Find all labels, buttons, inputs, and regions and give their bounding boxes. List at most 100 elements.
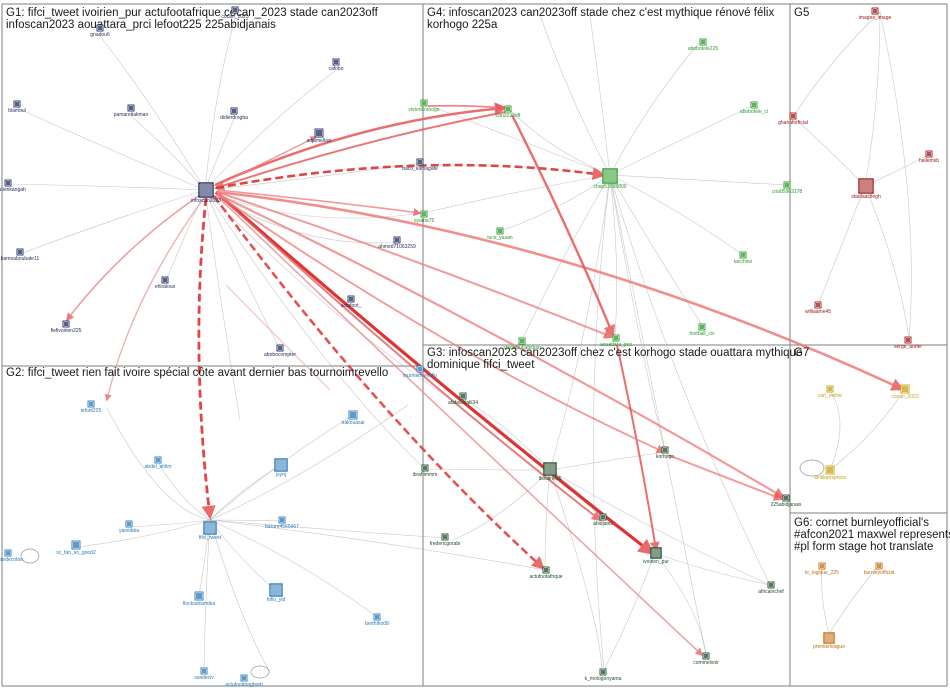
group-titles: G1: fifci_tweet ivoirien_pur actufootafr… bbox=[6, 7, 950, 553]
edge-infoscan-to-cocan bbox=[216, 190, 905, 391]
node-flockadoumbia[interactable]: flockadoumbia bbox=[183, 591, 215, 607]
edge bbox=[209, 519, 276, 591]
node-abdelelijalil34[interactable]: abdelelijalil34 bbox=[448, 392, 478, 406]
node-infoscan2023[interactable]: infoscan2023 bbox=[191, 182, 221, 204]
node-stadiaactlegh[interactable]: stadiaactlegh bbox=[851, 178, 881, 200]
node-korhogo[interactable]: korhogo bbox=[656, 446, 674, 460]
node-label: hallemsb bbox=[919, 158, 939, 164]
node-cria05963178[interactable]: cria05963178 bbox=[772, 181, 803, 195]
node-football-civ[interactable]: football_civ bbox=[689, 323, 715, 337]
node-can2023off[interactable]: can2023off bbox=[496, 105, 521, 119]
edge bbox=[879, 11, 912, 341]
node-ghanaforficial[interactable]: ghanaforficial bbox=[778, 112, 808, 126]
node-adjamellasi[interactable]: adjamellasi bbox=[306, 128, 332, 144]
avatar-image bbox=[827, 467, 833, 473]
node-fiefivoirien225[interactable]: fiefivoirien225 bbox=[51, 320, 82, 334]
avatar-image bbox=[791, 114, 795, 118]
avatar-image bbox=[927, 152, 931, 156]
node-label: 225abidjanais bbox=[771, 502, 802, 508]
node-abidjanis[interactable]: abidjanis bbox=[593, 513, 613, 527]
node-tournoimrevello[interactable]: tournoimrevello bbox=[403, 365, 437, 379]
avatar-image bbox=[828, 387, 832, 391]
node-cafobo[interactable]: cafobo bbox=[328, 58, 344, 72]
node-label: tacchino bbox=[734, 259, 753, 265]
edge bbox=[423, 174, 611, 214]
node-trakouasai[interactable]: trakouasai bbox=[341, 410, 365, 426]
avatar-image bbox=[663, 448, 667, 452]
node-abobocompter[interactable]: abobocompter bbox=[264, 344, 296, 358]
node-luce-yasan[interactable]: luce_yasan bbox=[487, 227, 513, 241]
node-fredericgorabi[interactable]: fredericgorabi bbox=[430, 533, 461, 547]
node-commelvoir[interactable]: commelvoir bbox=[693, 652, 719, 666]
node-actufootafrique[interactable]: actufootafrique bbox=[529, 566, 563, 580]
edge bbox=[203, 519, 211, 672]
node-chap53098800[interactable]: chap53098800 bbox=[593, 168, 627, 190]
node-ehiralous[interactable]: ehiralous bbox=[155, 276, 176, 290]
node-k-mologonyama[interactable]: k_mologonyama bbox=[585, 668, 622, 682]
avatar-image bbox=[820, 564, 824, 568]
edge-infoscan-to-korhogo bbox=[216, 193, 666, 454]
node-ibrahimmm[interactable]: ibrahimmm bbox=[413, 464, 438, 478]
node-donatienkangah[interactable]: donatienkangah bbox=[0, 179, 26, 193]
node-cosurdecoton[interactable]: cosurdecoton bbox=[0, 549, 23, 563]
node-afrilikeexpress[interactable]: afrilikeexpress bbox=[814, 465, 846, 481]
edge-infoscan-to-ivoirien bbox=[214, 190, 655, 555]
node-label: abobotele_ci bbox=[740, 109, 768, 115]
node-actufoot-[interactable]: actufoot_ bbox=[341, 295, 362, 309]
node-baranr4565667[interactable]: baranr4565667 bbox=[265, 516, 299, 530]
node-aouattara-prci[interactable]: aouattara_prci bbox=[600, 334, 632, 348]
node-berthiho08[interactable]: berthiho08 bbox=[365, 613, 389, 627]
node-didierdrogba[interactable]: didierdrogba bbox=[220, 107, 248, 121]
edge-can2023off-to-infoscan bbox=[214, 111, 506, 191]
edge bbox=[654, 552, 707, 656]
self-loops bbox=[20, 459, 825, 679]
edge bbox=[828, 565, 879, 635]
node-225abidjanais[interactable]: 225abidjanais bbox=[771, 494, 802, 508]
node-fifci-tweet[interactable]: fifci_tweet bbox=[199, 521, 222, 541]
avatar-image bbox=[701, 40, 705, 44]
node-label: africainchef bbox=[758, 589, 784, 595]
node-label: korhogo bbox=[656, 454, 674, 460]
node-cocan-2023-g7[interactable]: cocan_2023 bbox=[891, 384, 919, 400]
node-carl-online[interactable]: carl_online bbox=[818, 385, 842, 399]
node-abobotele225[interactable]: abobotele225 bbox=[688, 38, 719, 52]
node-abobotele-ci[interactable]: abobotele_ci bbox=[740, 101, 768, 115]
node-jsynj[interactable]: jsynj bbox=[274, 458, 288, 478]
node-sc-fan-so-good2[interactable]: sc_fan_so_good2 bbox=[56, 540, 96, 556]
node-vistonkorhogo[interactable]: vistonkorhogo bbox=[408, 99, 440, 113]
node-label: actufootmaghreb bbox=[225, 682, 263, 688]
node-burnleyofficial[interactable]: burnleyofficial bbox=[864, 562, 894, 576]
node-williaame45[interactable]: williaame45 bbox=[805, 301, 831, 315]
node-actufootmaghreb[interactable]: actufootmaghreb bbox=[225, 674, 263, 688]
node-blamoul[interactable]: blamoul bbox=[8, 100, 26, 114]
node-ssadeciv[interactable]: ssadeciv bbox=[194, 667, 214, 681]
node-lbouline35[interactable]: lbouline35 bbox=[539, 462, 562, 482]
node-africainchef[interactable]: africainchef bbox=[758, 581, 784, 595]
edge-infoscan-to-adjamellasi bbox=[215, 136, 318, 187]
node-stadeclubabidjan[interactable]: stadeclubabidjan bbox=[503, 337, 541, 351]
node-lefoot225[interactable]: lefoot225 bbox=[81, 400, 102, 414]
node-le-logique-225[interactable]: le_logique_225 bbox=[805, 562, 839, 576]
node-bamoaboubakr11[interactable]: bamoaboubakr11 bbox=[1, 248, 40, 262]
avatar-image bbox=[423, 466, 427, 470]
self-loop bbox=[799, 459, 825, 477]
node-baco-kamagate[interactable]: baco_kamagate bbox=[402, 158, 438, 172]
node-yasnibba[interactable]: yasnibba bbox=[119, 520, 139, 534]
node-pamaretiakman[interactable]: pamaretiakman bbox=[114, 104, 149, 118]
node-ivoirien-pur[interactable]: ivoirien_pur bbox=[643, 547, 669, 565]
node-images-image[interactable]: images_image bbox=[859, 7, 892, 21]
edge bbox=[817, 185, 866, 306]
node-serge-aurier[interactable]: serge_aurier bbox=[894, 336, 922, 350]
avatar-image bbox=[64, 322, 68, 326]
edge bbox=[864, 185, 910, 341]
node-abdel-ahlim[interactable]: abdel_ahlim bbox=[145, 456, 172, 470]
node-oyama75[interactable]: oyama75 bbox=[414, 210, 435, 224]
node-cocan-2023-g1[interactable]: cocan_2023 bbox=[221, 6, 249, 20]
node-fofio-yid[interactable]: fofio_yid bbox=[267, 583, 286, 603]
edge bbox=[609, 174, 703, 326]
node-hallemsb[interactable]: hallemsb bbox=[919, 150, 939, 164]
node-ahmed71063259[interactable]: ahmed71063259 bbox=[378, 236, 416, 250]
node-tacchino[interactable]: tacchino bbox=[734, 251, 753, 265]
node-gnadou6[interactable]: gnadou6 bbox=[90, 24, 110, 38]
node-premierleague[interactable]: premierleague bbox=[813, 632, 845, 650]
